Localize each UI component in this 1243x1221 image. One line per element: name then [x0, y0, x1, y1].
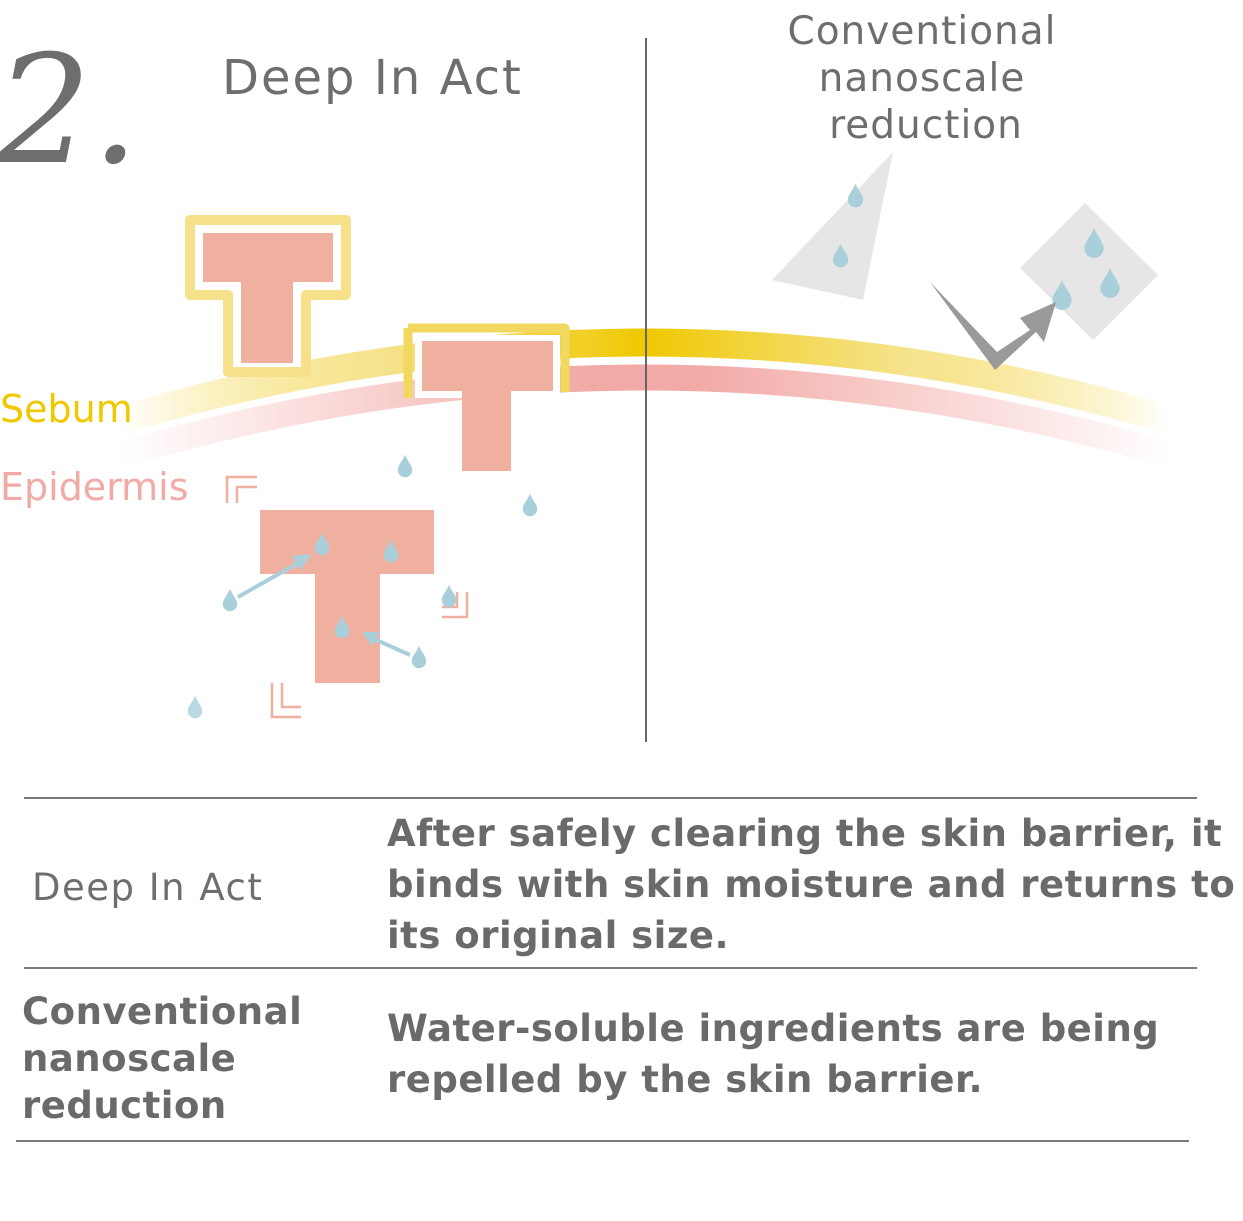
description-line: Water-soluble ingredients are being: [387, 1007, 1160, 1050]
t-molecule-outside: [185, 215, 351, 377]
nano-triangle-particle: [772, 152, 893, 300]
row-label: Deep In Act: [32, 866, 264, 909]
right-title-line: reduction: [829, 103, 1023, 148]
t-molecule-passing: [403, 323, 570, 471]
sebum-label: Sebum: [0, 387, 133, 431]
table-divider: [24, 967, 1197, 969]
epidermis-label: Epidermis: [0, 465, 189, 509]
row-label: Conventional nanoscale reduction: [22, 988, 302, 1129]
expand-corner-icon: [225, 475, 469, 719]
repelled-arrow-icon: [930, 282, 1056, 370]
right-title-line: Conventional: [787, 9, 1056, 54]
step-number: 2.: [0, 24, 139, 198]
nano-diamond-particle: [1020, 203, 1158, 340]
table-divider: [24, 797, 1197, 799]
diagram: 2. Deep In Act Conventional nanoscale re…: [0, 9, 1174, 742]
description-line: repelled by the skin barrier.: [387, 1058, 984, 1101]
label-line: reduction: [22, 1084, 227, 1127]
row-description: Water-soluble ingredients are being repe…: [387, 1003, 1159, 1105]
right-title: Conventional nanoscale reduction: [787, 9, 1056, 148]
description-line: After safely clearing the skin barrier, …: [387, 812, 1223, 855]
label-line: nanoscale: [22, 1037, 237, 1080]
description-line: its original size.: [387, 914, 730, 957]
row-description: After safely clearing the skin barrier, …: [387, 808, 1235, 961]
table-divider: [16, 1140, 1189, 1142]
right-title-line: nanoscale: [819, 56, 1026, 101]
description-line: binds with skin moisture and returns to: [387, 863, 1236, 906]
left-title: Deep In Act: [222, 50, 523, 106]
label-line: Conventional: [22, 990, 303, 1033]
moisture-arrow-icon: [237, 554, 411, 657]
